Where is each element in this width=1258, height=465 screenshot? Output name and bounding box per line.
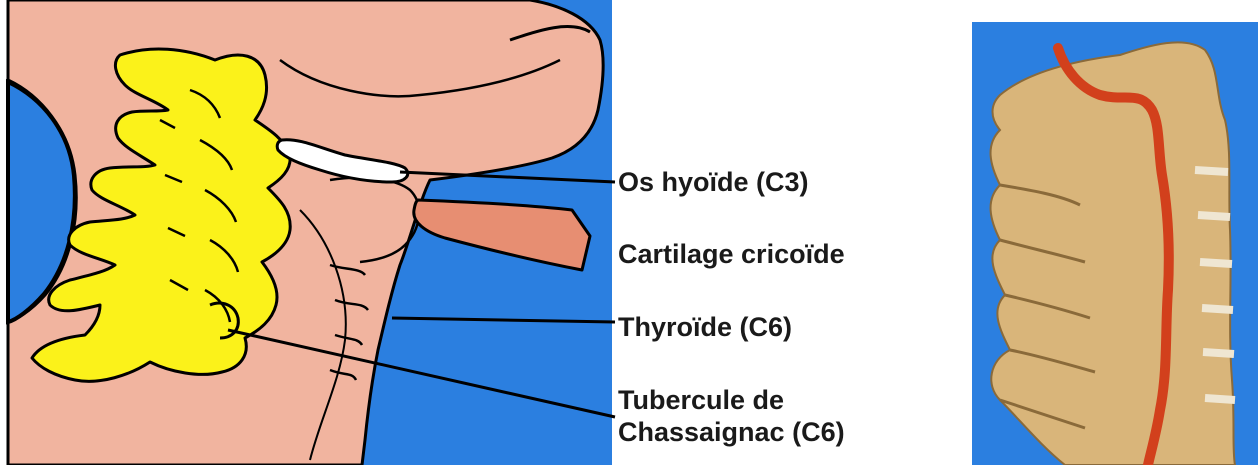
label-chassaignac-tubercle: Tubercule de Chassaignac (C6) [618, 384, 845, 448]
label-tubercle-line2: Chassaignac (C6) [618, 416, 845, 448]
spine-illustration [972, 22, 1258, 465]
spine-column [991, 42, 1235, 465]
neck-diagram [8, 0, 615, 465]
label-tubercle-line1: Tubercule de [618, 384, 845, 416]
label-cricoid-cartilage: Cartilage cricoïde [618, 238, 845, 270]
label-thyroid: Thyroïde (C6) [618, 311, 792, 343]
label-hyoid-bone: Os hyoïde (C3) [618, 166, 809, 198]
